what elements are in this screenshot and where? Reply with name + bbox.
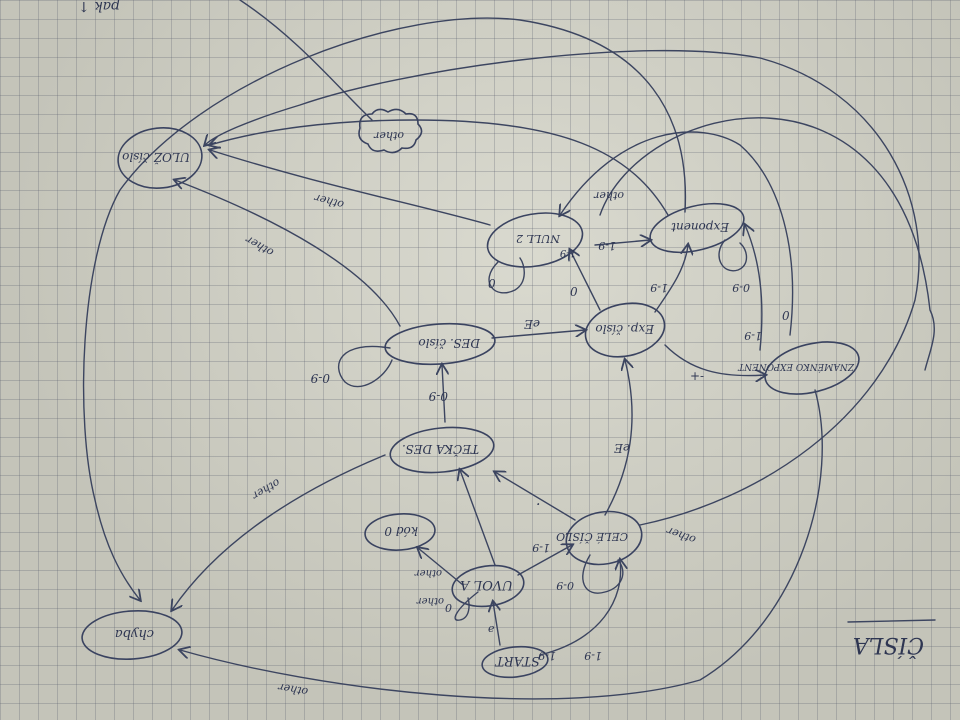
edge-label: 0-9 (732, 281, 750, 294)
state-znamenko: ZNAMÉNKO EXPONENT (737, 341, 860, 395)
edge-label: 0-9 (556, 579, 574, 592)
edge-uvola-kod0 (418, 548, 464, 586)
edge-des-uloz (175, 180, 401, 327)
node-label-exp: Exponent (671, 220, 730, 234)
node-label-uvola: UVOL A (460, 577, 513, 592)
node-label-kod0: kód 0 (384, 524, 418, 538)
edge-label: . (536, 493, 540, 509)
edge-uvola-tecka (460, 470, 496, 566)
node-label-cele: CELÉ ČÍSLO (556, 530, 628, 544)
other-cloud: other (358, 108, 423, 154)
edge-label: other (414, 567, 442, 578)
top-scribble: pak ↑ (78, 0, 120, 14)
edge-label: 0 (488, 277, 496, 291)
edge-label: 1-9 (538, 649, 556, 662)
edge-expc-exp (654, 245, 688, 313)
state-exponent: Exponent (649, 202, 745, 254)
node-label-other-cloud: other (373, 129, 404, 142)
edge-znam-null2 (560, 131, 794, 336)
edge-label: 0-9 (428, 389, 448, 403)
node-label-null2: NULL 2 (516, 232, 561, 245)
edge-expc-null2 (570, 250, 601, 311)
edge-start-cele (539, 560, 621, 656)
state-uvola: UVOL A (451, 564, 525, 608)
edge-label: 0 (445, 602, 452, 615)
edge-des-expc (491, 330, 585, 339)
edge-label: other (249, 476, 282, 503)
state-tecka: TEČKA DES. (389, 426, 495, 474)
edge-null2-exp (594, 240, 650, 245)
edge-label: 1-9 (650, 281, 668, 294)
node-label-uloz: ULOŽ číslo (122, 150, 190, 165)
edge-label: eE (614, 441, 630, 455)
edge-label: 1-9 (744, 329, 762, 342)
node-label-des: DES. číslo (418, 336, 481, 350)
state-kod0: kód 0 (364, 513, 436, 551)
edge-label: +- (690, 369, 704, 383)
edge-label: 0 (570, 285, 578, 299)
edge-label: 1-9 (598, 239, 616, 252)
edge-label: 0 (782, 309, 790, 323)
edge-exp-uloz (210, 119, 669, 216)
corner-title-underline (847, 619, 936, 623)
edge-label: 1-9 (559, 247, 576, 258)
edge-label: eE (524, 317, 540, 331)
edge-label: other (243, 233, 276, 260)
node-label-chyba: chyba (115, 626, 154, 641)
edge-tecka-chyba (172, 454, 386, 610)
edge-label: other (277, 680, 309, 698)
node-label-tecka: TEČKA DES. (402, 442, 479, 458)
edge-label: other (312, 191, 345, 211)
edge-label: other (593, 189, 624, 202)
edge-exp-self-loop (718, 239, 748, 272)
edge-cele-expc (604, 360, 632, 516)
corner-title: ČÍSLA (853, 632, 924, 659)
state-des: DES. číslo (384, 322, 496, 366)
edge-znam-exp (745, 225, 763, 351)
edge-labels: e 1-9 0-9 0 other 1-9 . eE other 0-9 0-9… (243, 189, 790, 698)
edge-label: other (416, 595, 444, 606)
edge-label: 1-9 (584, 649, 602, 662)
edge-cele-uloz (205, 49, 920, 526)
edge-start-uvola (493, 602, 500, 646)
edge-null2-uloz (210, 150, 491, 226)
edge-null2-outer (599, 117, 935, 371)
edge-label: e (488, 622, 495, 635)
state-chyba: chyba (81, 610, 183, 660)
edge-des-self-loop (337, 345, 393, 388)
node-label-znam: ZNAMÉNKO EXPONENT (737, 361, 855, 373)
edge-cele-self-loop (582, 554, 624, 594)
edge-other-cloud-top (239, 0, 373, 121)
state-expc: Exp. číslo (584, 302, 666, 358)
edge-label: other (664, 524, 697, 547)
state-null2: NULL 2 (486, 212, 584, 268)
edge-exp-chyba (82, 17, 687, 600)
edge-cele-tecka (495, 472, 576, 521)
edge-uvola-cele (517, 545, 572, 576)
edge-label: 0-9 (310, 371, 330, 385)
node-label-start: START (494, 653, 540, 668)
edge-tecka-des (442, 365, 445, 423)
state-uloz: ULOŽ číslo (117, 127, 203, 189)
edge-expc-znam (664, 344, 765, 376)
state-cele: CELÉ ČÍSLO (556, 510, 643, 566)
edge-znam-chyba (180, 389, 823, 700)
state-start: START (481, 645, 549, 679)
node-label-expc: Exp. číslo (595, 322, 655, 336)
edge-label: 1-9 (532, 541, 550, 554)
